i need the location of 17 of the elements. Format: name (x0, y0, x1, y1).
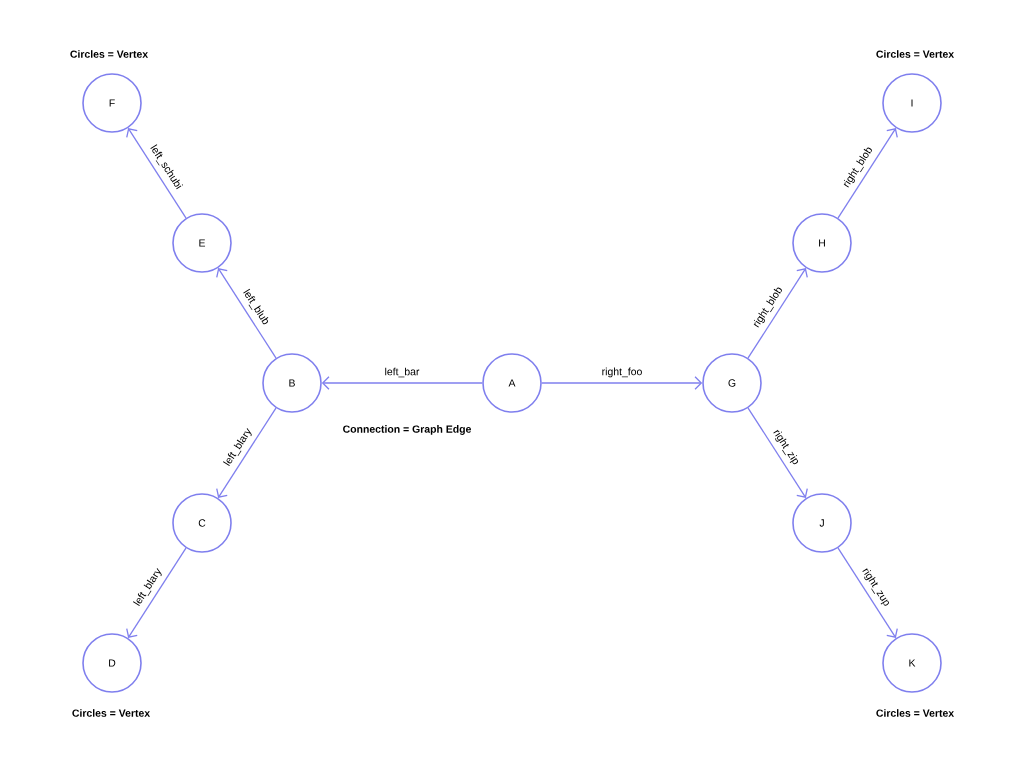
arrow (541, 376, 703, 390)
arrow (216, 407, 277, 498)
arrow (216, 268, 277, 359)
note-text: Connection = Graph Edge (343, 425, 471, 435)
arrow (321, 376, 483, 390)
arrow (837, 128, 898, 219)
arrow (747, 268, 808, 359)
edge-label: right_foo (600, 366, 644, 379)
note-text: Circles = Vertex (70, 50, 149, 58)
arrow (837, 547, 898, 638)
note-text: Circles = Vertex (876, 50, 955, 58)
note-text: Circles = Vertex (72, 709, 151, 717)
note-text: Circles = Vertex (876, 709, 955, 717)
arrow (126, 128, 187, 219)
arrow (126, 547, 187, 638)
arrow (747, 407, 808, 498)
edge-label: left_bar (383, 366, 421, 379)
